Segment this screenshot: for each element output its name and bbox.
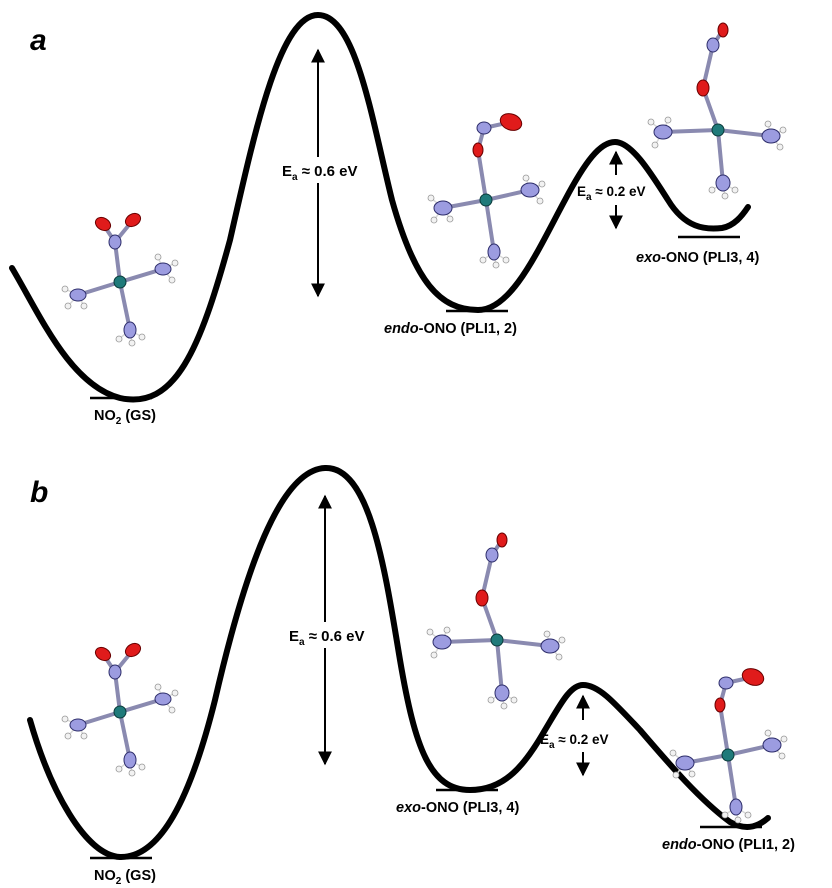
energy-curve [27, 464, 771, 861]
state-2-label: exo-ONO (PLI3, 4) [396, 800, 519, 816]
panel-letter: b [30, 476, 48, 509]
panel-letter: a [30, 24, 47, 57]
panel-b: b NO2 (GS) Ea ≈ 0.6 eV Ea ≈ 0.2 eV exo-O… [27, 464, 795, 887]
exo-nitrito-molecule-icon [425, 531, 567, 711]
energy-curve [9, 11, 751, 403]
ground-state-label: NO2 (GS) [94, 408, 156, 427]
ground-state-label: NO2 (GS) [94, 868, 156, 887]
panel-a: a NO2 (GS) Ea ≈ 0.6 eV Ea ≈ 0.2 eV endo-… [9, 11, 788, 427]
barrier-label-large: Ea ≈ 0.6 eV [282, 163, 358, 183]
barrier-label-small: Ea ≈ 0.2 eV [540, 732, 609, 751]
exo-nitrito-molecule-icon [646, 21, 788, 201]
state-2-label: endo-ONO (PLI1, 2) [384, 321, 517, 337]
nitro-molecule-icon [60, 638, 180, 778]
state-3-label: endo-ONO (PLI1, 2) [662, 837, 795, 853]
state-3-label: exo-ONO (PLI3, 4) [636, 250, 759, 266]
barrier-label-small: Ea ≈ 0.2 eV [577, 184, 646, 203]
barrier-label-large: Ea ≈ 0.6 eV [289, 628, 365, 648]
nitro-molecule-icon [60, 208, 180, 348]
endo-nitrito-molecule-icon [668, 663, 789, 825]
endo-nitrito-molecule-icon [426, 108, 547, 270]
